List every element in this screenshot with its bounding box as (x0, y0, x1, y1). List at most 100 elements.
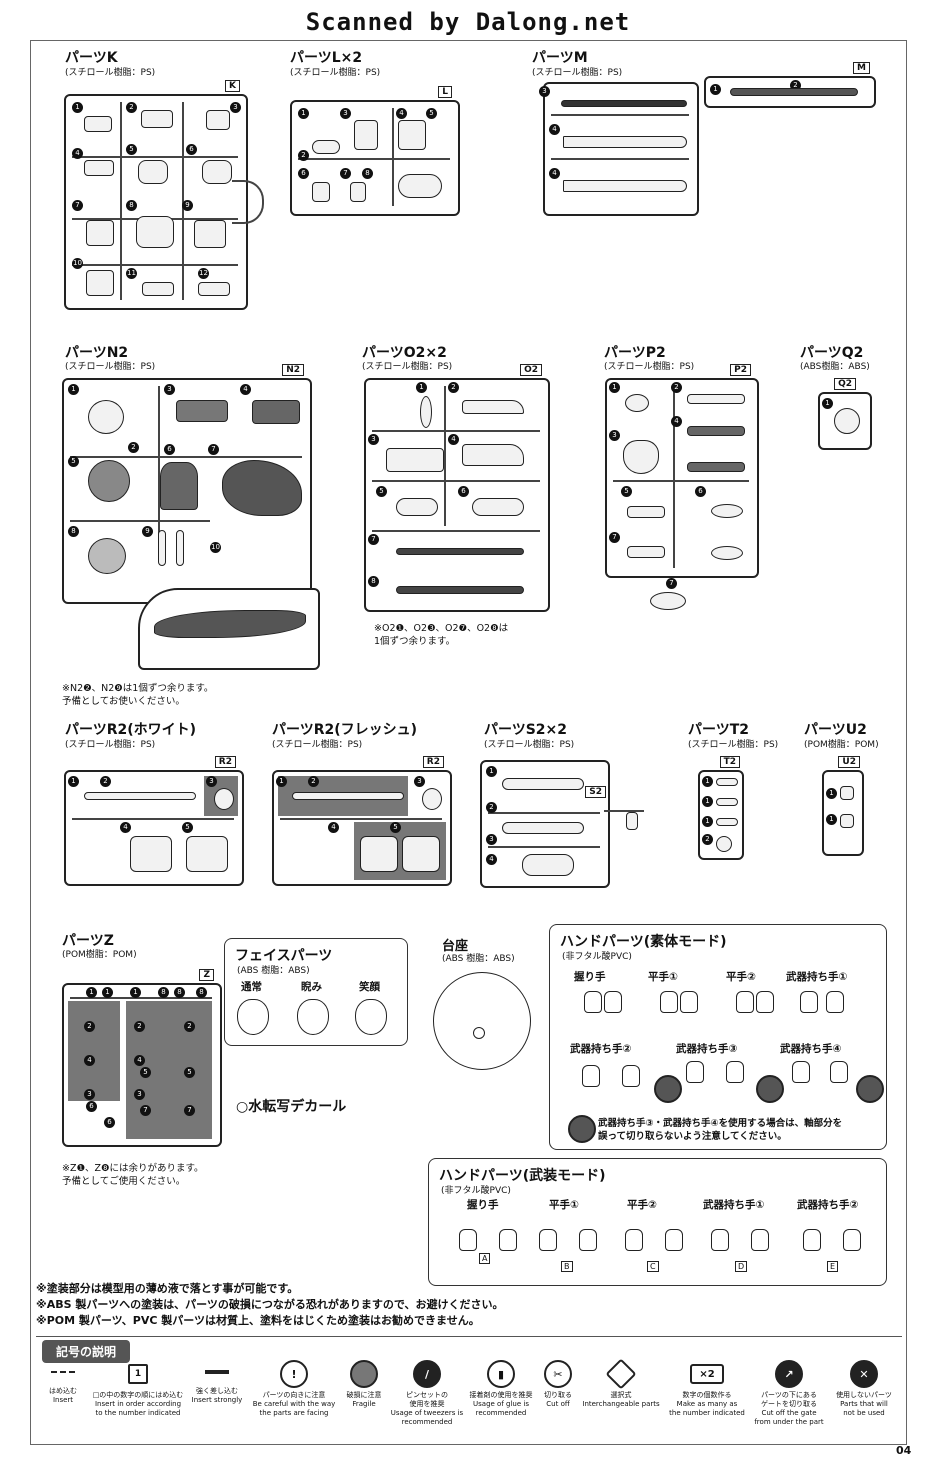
hand-icon (499, 1229, 517, 1251)
legend-glue: ▮ 接着剤の使用を推奨 Usage of glue is recommended (466, 1360, 536, 1418)
part-number: 1 (486, 766, 497, 777)
fragile-icon (654, 1075, 682, 1103)
parts-k-material: (スチロール樹脂：PS) (65, 68, 156, 78)
number-box-icon: 1 (128, 1364, 148, 1384)
part-number: 3 (230, 102, 241, 113)
part-number: 2 (298, 150, 309, 161)
parts-k-sprue: K 1 2 3 4 5 6 7 8 9 10 11 12 (64, 80, 248, 310)
dashed-arrow-icon (51, 1360, 75, 1384)
legend-cut: ✂ 切り取る Cut off (538, 1360, 578, 1409)
legend-insert-strongly: 強く差し込む Insert strongly (186, 1360, 248, 1405)
part-number: 2 (486, 802, 497, 813)
parts-l-title: パーツL×2 (290, 50, 363, 66)
part-number: 5 (182, 822, 193, 833)
part-number: 7 (184, 1105, 195, 1116)
parts-o2-sprue: O2 1 2 3 4 5 6 7 8 (364, 364, 550, 612)
part-number: 12 (198, 268, 209, 279)
part-number: 9 (142, 526, 153, 537)
part-number: 1 (276, 776, 287, 787)
part-number: 2 (100, 776, 111, 787)
part-number: 1 (68, 384, 79, 395)
hand-icon (582, 1065, 600, 1087)
watermark: Scanned by Dalong.net (305, 8, 631, 36)
hand1-title: ハンドパーツ(素体モード) (560, 934, 727, 950)
hand-icon (660, 991, 678, 1013)
part-number: 8 (196, 987, 207, 998)
hand-icon (711, 1229, 729, 1251)
part-number: 2 (84, 1021, 95, 1032)
hand-icon (751, 1229, 769, 1251)
parts-n2-sprue-ext (138, 588, 320, 670)
hand2-label: 平手① (549, 1199, 579, 1211)
part-number: 7 (140, 1105, 151, 1116)
part-number: 8 (174, 987, 185, 998)
hand-parts-body-panel: ハンドパーツ(素体モード) (非フタル酸PVC) 握り手 平手① 平手② 武器持… (549, 924, 887, 1150)
note-pom-pvc-paint: ※POM 製パーツ、PVC 製パーツは材質上、塗料をはじくため塗装はお勧めできま… (36, 1314, 480, 1327)
parts-u2-material: (POM樹脂：POM) (804, 740, 879, 750)
base-title: 台座 (442, 939, 469, 954)
parts-n2-material: (スチロール樹脂：PS) (65, 362, 156, 372)
part-number: 1 (609, 382, 620, 393)
legend-jp: 切り取る (544, 1391, 572, 1399)
parts-n2-title: パーツN2 (65, 345, 129, 361)
part-number: 5 (184, 1067, 195, 1078)
part-number: 7 (666, 578, 677, 589)
part-number: 4 (328, 822, 339, 833)
parts-u2-sprue: U2 1 1 (822, 756, 864, 856)
hand-icon (539, 1229, 557, 1251)
part-number: 2 (671, 382, 682, 393)
part-number: 3 (134, 1089, 145, 1100)
part-number: 7 (340, 168, 351, 179)
part-number: 6 (298, 168, 309, 179)
legend-fragile: 破損に注意 Fragile (340, 1360, 388, 1409)
legend-en: Usage of glue is recommended (473, 1400, 529, 1417)
legend-choice: 選択式 Interchangeable parts (580, 1358, 662, 1409)
parts-q2-material: (ABS樹脂：ABS) (800, 362, 870, 372)
parts-n2-tag: N2 (282, 364, 304, 376)
legend-panel (36, 1336, 902, 1437)
parts-u2-title: パーツU2 (804, 722, 867, 738)
part-number: 9 (182, 200, 193, 211)
parts-k-tag: K (225, 80, 240, 92)
parts-q2-title: パーツQ2 (800, 345, 864, 361)
parts-r2f-tag: R2 (422, 756, 444, 768)
part-number: 5 (390, 822, 401, 833)
hand-icon (622, 1065, 640, 1087)
legend-gate: ↗ パーツの下にある ゲートを切り取る Cut off the gate fro… (752, 1360, 826, 1427)
hand-icon (665, 1229, 683, 1251)
hand1-label: 武器持ち手① (786, 971, 848, 983)
face-glare-icon (297, 999, 329, 1035)
fragile-icon (350, 1360, 378, 1388)
part-number: 2 (308, 776, 319, 787)
parts-r2w-sprue: R2 1 2 3 4 5 (64, 756, 244, 886)
legend-title: 記号の説明 (42, 1340, 131, 1363)
parts-r2w-title: パーツR2(ホワイト) (65, 722, 197, 738)
legend-jp: 選択式 (610, 1391, 632, 1399)
part-number: 1 (826, 814, 837, 825)
gate-cut-icon: ↗ (775, 1360, 803, 1388)
hand-icon (579, 1229, 597, 1251)
part-number: 5 (621, 486, 632, 497)
legend-jp: □の中の数字の順にはめ込む (92, 1391, 184, 1399)
face-title: フェイスパーツ (235, 948, 333, 964)
hand-icon (726, 1061, 744, 1083)
part-number: 8 (158, 987, 169, 998)
hand2-label: 武器持ち手② (797, 1199, 859, 1211)
part-number: 4 (84, 1055, 95, 1066)
parts-z-note: ※Z❶、Z❽には余りがあります。 予備としてご使用ください。 (62, 1163, 204, 1187)
parts-t2-title: パーツT2 (688, 722, 750, 738)
hand1-warning: 武器持ち手③・武器持ち手④を使用する場合は、軸部分を 誤って切り取らないよう注意… (598, 1118, 843, 1142)
parts-r2w-tag: R2 (214, 756, 236, 768)
face-material: (ABS 樹脂：ABS) (237, 966, 310, 976)
hand-icon (826, 991, 844, 1013)
part-number: 2 (128, 442, 139, 453)
hand2-title: ハンドパーツ(武装モード) (439, 1168, 606, 1184)
legend-en: Insert in order according to the number … (94, 1400, 182, 1417)
part-number: 7 (609, 532, 620, 543)
face-smile-icon (355, 999, 387, 1035)
parts-p2-tag: P2 (730, 364, 751, 376)
parts-k-title: パーツK (65, 50, 118, 66)
part-number: 4 (671, 416, 682, 427)
part-number: 10 (72, 258, 83, 269)
parts-s2-tag: S2 (585, 786, 606, 798)
